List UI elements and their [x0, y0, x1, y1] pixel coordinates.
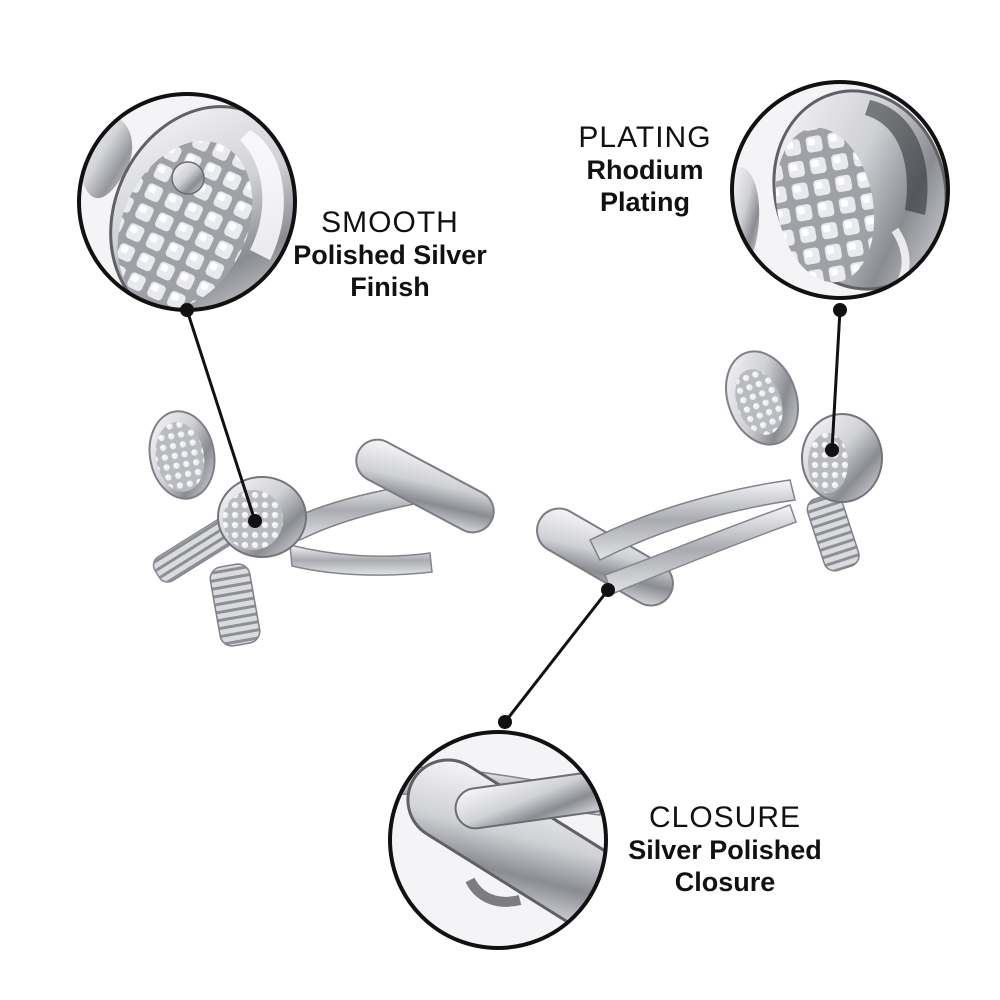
leader-line-closure: [498, 583, 615, 729]
callout-closure-detail-line1: Silver Polished: [628, 835, 822, 866]
leader-line-smooth: [180, 303, 262, 528]
left-post: [289, 544, 433, 576]
zoom-circle-plating: [730, 80, 950, 300]
callout-smooth: SMOOTH Polished Silver Finish: [270, 205, 510, 304]
callout-closure-detail-line2: Closure: [674, 867, 776, 898]
callout-plating-detail-line2: Plating: [599, 187, 690, 218]
callout-plating: PLATING Rhodium Plating: [545, 120, 745, 219]
left-front-racket: [209, 476, 307, 647]
leader-line-plating: [825, 303, 847, 457]
right-post: [604, 504, 797, 595]
callout-smooth-detail-line1: Polished Silver: [293, 240, 487, 271]
left-cufflink: [148, 410, 495, 647]
callout-plating-heading: PLATING: [578, 121, 712, 154]
callout-plating-detail-line1: Rhodium: [586, 155, 704, 186]
left-toggle-bar: [355, 438, 495, 534]
callout-smooth-heading: SMOOTH: [321, 206, 459, 239]
right-cufflink: [536, 350, 883, 607]
callout-closure: CLOSURE Silver Polished Closure: [600, 800, 850, 899]
zoom-circle-closure: [388, 730, 608, 950]
left-back-racket: [148, 410, 243, 583]
right-back-racket: [725, 350, 799, 446]
callout-smooth-detail-line2: Finish: [350, 272, 430, 303]
callout-closure-heading: CLOSURE: [648, 801, 802, 834]
right-toggle-arm: [588, 479, 796, 562]
right-front-racket: [801, 413, 883, 572]
